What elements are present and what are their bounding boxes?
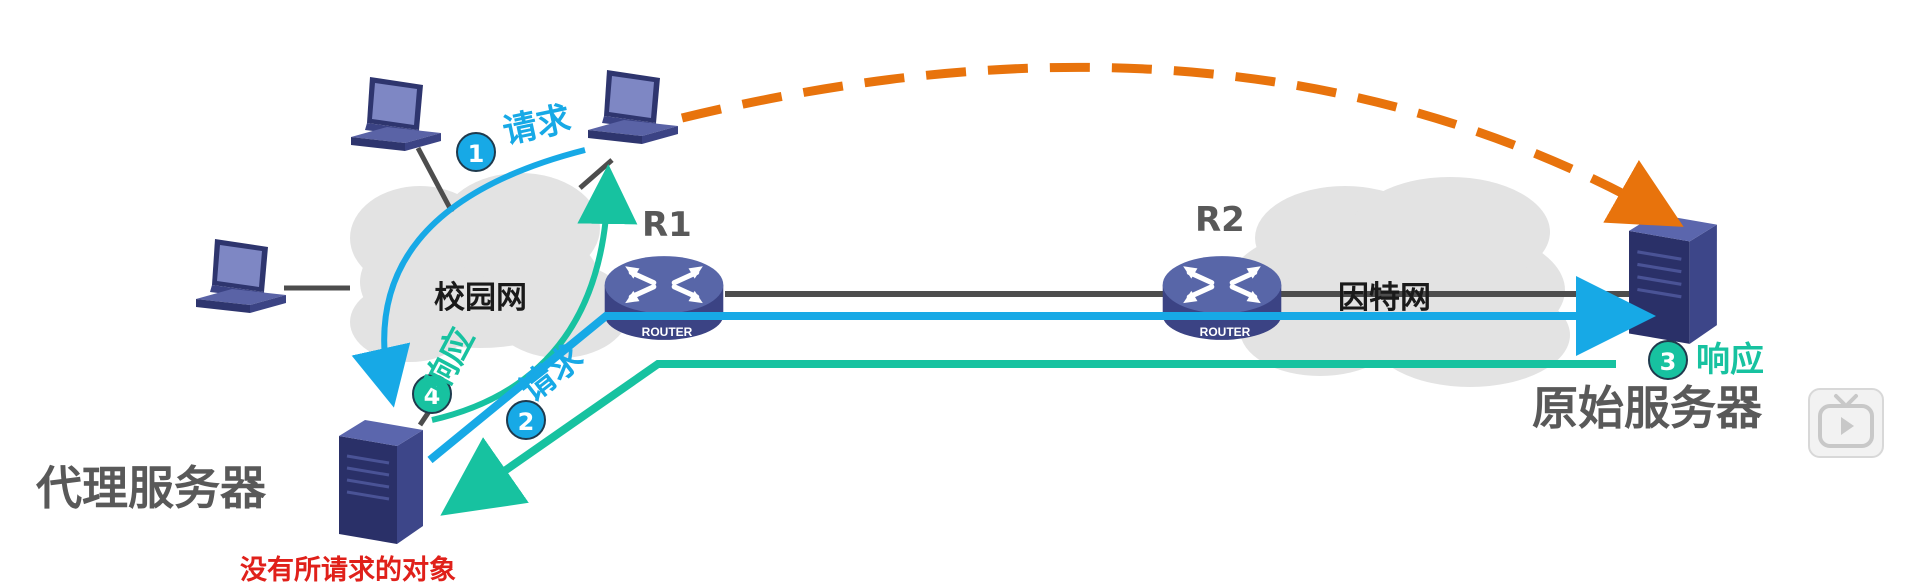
- play-icon: [1818, 394, 1874, 448]
- router-r1-badge: ROUTER: [642, 325, 693, 339]
- router-r2-badge: ROUTER: [1200, 325, 1251, 339]
- response-arrow-3: [440, 360, 1616, 516]
- internet-label: 因特网: [1338, 280, 1431, 316]
- step-3-badge: 3: [1648, 340, 1688, 380]
- campus-network-label: 校园网: [434, 280, 527, 316]
- server-icon-proxy: [337, 418, 425, 546]
- response-arrow-4: [431, 164, 638, 423]
- no-object-note: 没有所请求的对象: [240, 555, 456, 586]
- router-r1-label: R1: [642, 205, 692, 245]
- request-arrow-1: [351, 147, 586, 408]
- step-2-badge: 2: [506, 400, 546, 440]
- pc-icon-top-left: [351, 77, 441, 151]
- step-3-label: 响应: [1696, 340, 1764, 380]
- play-button[interactable]: [1808, 388, 1884, 458]
- step-1-badge: 1: [456, 132, 496, 172]
- proxy-server-label: 代理服务器: [36, 461, 266, 515]
- router-r2-label: R2: [1195, 200, 1245, 240]
- origin-server-label: 原始服务器: [1532, 381, 1762, 435]
- pc-icon-requester: [588, 70, 678, 144]
- server-icon-origin: [1627, 212, 1719, 346]
- step-4-badge: 4: [412, 374, 452, 414]
- cropped-caption-strip: [180, 0, 1360, 10]
- pc-icon-left: [196, 239, 286, 313]
- direct-request-arrow: [680, 62, 1684, 227]
- request-arrow-2: [427, 276, 1656, 464]
